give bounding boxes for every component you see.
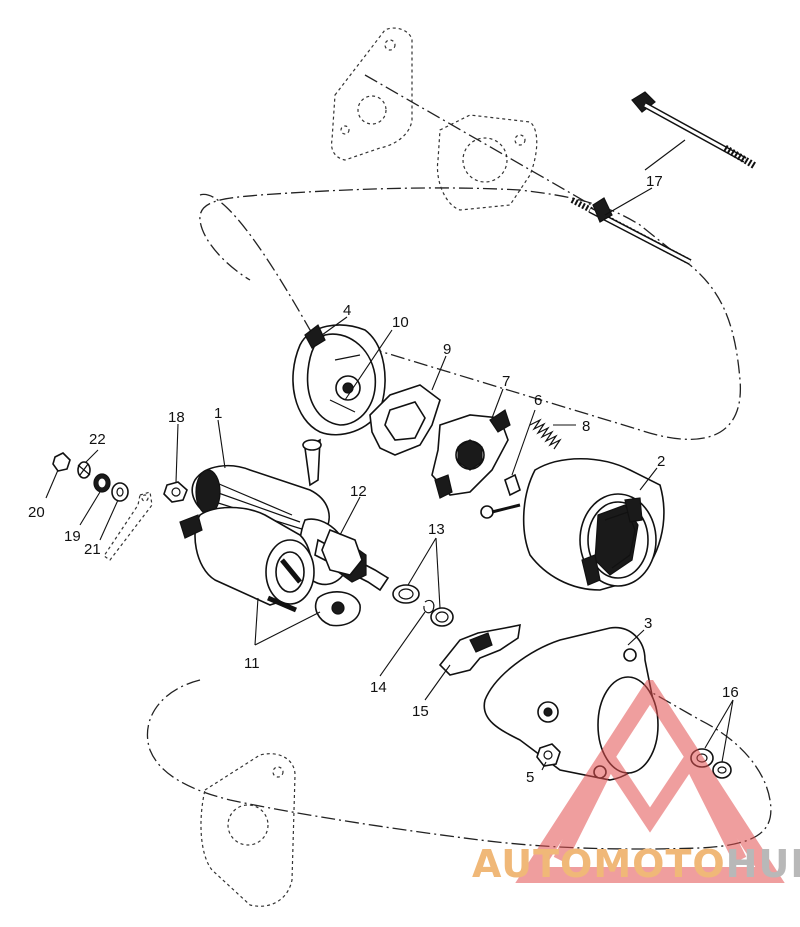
rear-end-cap-4 (292, 324, 386, 436)
phantom-outline-lower (146, 639, 772, 850)
callout-12: 12 (350, 483, 367, 500)
watermark-text: AUTOMOTOHUB (472, 842, 800, 886)
callout-17: 17 (646, 173, 663, 190)
lock-washer-22 (77, 461, 91, 479)
callout-11: 11 (244, 655, 260, 672)
brush-plate-9 (369, 384, 441, 456)
callout-21: 21 (84, 541, 101, 558)
callout-8: 8 (582, 418, 590, 435)
triangle-logo-icon (515, 680, 785, 883)
callout-9: 9 (443, 341, 451, 358)
leader-lines (45, 139, 734, 771)
callout-22: 22 (89, 431, 106, 448)
through-bolt-17b (570, 197, 692, 265)
callout-20: 20 (28, 504, 45, 521)
watermark-text-hub: HUB (725, 842, 800, 886)
watermark-text-automoto: AUTOMOTO (472, 842, 726, 886)
clip-14 (423, 599, 435, 614)
callout-16: 16 (722, 684, 739, 701)
cable-terminal-21 (103, 491, 153, 561)
brush-holder-7 (431, 409, 511, 499)
callout-4: 4 (343, 302, 351, 319)
spring-8 (529, 418, 562, 450)
nut-18 (163, 481, 188, 503)
callout-13: 13 (428, 521, 445, 538)
nut-5 (536, 743, 561, 767)
shift-lever-15 (438, 623, 521, 676)
watermark-logo (515, 680, 785, 883)
callout-2: 2 (657, 453, 665, 470)
callout-14: 14 (370, 679, 387, 696)
solenoid-11 (179, 506, 361, 627)
bushing-13 (392, 584, 454, 627)
field-housing-2 (522, 458, 665, 591)
phantom-outline-upper (199, 187, 741, 440)
mounting-bracket-lower (200, 753, 296, 907)
assembly-axis (364, 74, 601, 211)
callout-10: 10 (392, 314, 409, 331)
callout-19: 19 (64, 528, 81, 545)
callout-labels: 1 2 3 4 5 6 7 8 9 10 11 12 13 14 15 16 1… (28, 173, 739, 786)
callout-3: 3 (644, 615, 652, 632)
pinion-12 (321, 528, 363, 576)
callout-5: 5 (526, 769, 534, 786)
callout-15: 15 (412, 703, 429, 720)
washer-19 (93, 473, 129, 502)
support-pin-10 (302, 438, 322, 487)
brush-6 (480, 473, 521, 519)
nut-20 (52, 452, 71, 472)
through-bolt-17a (631, 91, 757, 170)
callout-1: 1 (214, 405, 222, 422)
mounting-bracket-middle (436, 114, 538, 211)
mounting-bracket-upper (330, 27, 413, 161)
callout-6: 6 (534, 392, 542, 409)
callout-18: 18 (168, 409, 185, 426)
callout-7: 7 (502, 373, 510, 390)
